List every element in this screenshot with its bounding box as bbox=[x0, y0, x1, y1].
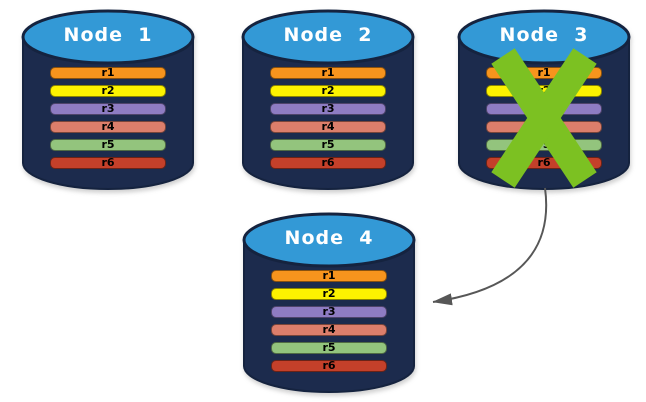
replica-rows: r1 r2 r3 r4 r5 r6 bbox=[271, 270, 387, 378]
replica-rows: r1 r2 r3 r4 r5 r6 bbox=[270, 67, 386, 175]
replica-row-r4: r4 bbox=[271, 324, 387, 336]
node-title: Node 1 bbox=[63, 24, 153, 46]
replica-row-r6: r6 bbox=[486, 157, 602, 169]
replica-row-r1: r1 bbox=[270, 67, 386, 79]
replica-row-r6: r6 bbox=[270, 157, 386, 169]
replica-row-r3: r3 bbox=[50, 103, 166, 115]
replica-row-r6: r6 bbox=[271, 360, 387, 372]
replica-row-r4: r4 bbox=[486, 121, 602, 133]
replica-row-r5: r5 bbox=[50, 139, 166, 151]
replica-row-r1: r1 bbox=[271, 270, 387, 282]
replica-row-r4: r4 bbox=[270, 121, 386, 133]
replica-row-r5: r5 bbox=[270, 139, 386, 151]
node-title: Node 3 bbox=[499, 24, 589, 46]
replica-row-r3: r3 bbox=[486, 103, 602, 115]
node-4: Node 4 r1 r2 r3 r4 r5 r6 bbox=[242, 210, 416, 396]
replica-row-r4: r4 bbox=[50, 121, 166, 133]
replica-row-r5: r5 bbox=[486, 139, 602, 151]
replica-row-r5: r5 bbox=[271, 342, 387, 354]
node-1: Node 1 r1 r2 r3 r4 r5 r6 bbox=[21, 7, 195, 193]
node-3: Node 3 r1 r2 r3 r4 r5 r6 bbox=[457, 7, 631, 193]
replica-row-r6: r6 bbox=[50, 157, 166, 169]
node-title: Node 4 bbox=[284, 227, 374, 249]
node-2: Node 2 r1 r2 r3 r4 r5 r6 bbox=[241, 7, 415, 193]
replica-row-r1: r1 bbox=[486, 67, 602, 79]
replica-row-r2: r2 bbox=[271, 288, 387, 300]
replica-row-r2: r2 bbox=[270, 85, 386, 97]
node-title: Node 2 bbox=[283, 24, 373, 46]
replica-row-r3: r3 bbox=[270, 103, 386, 115]
replica-row-r1: r1 bbox=[50, 67, 166, 79]
replica-row-r2: r2 bbox=[50, 85, 166, 97]
replica-rows: r1 r2 r3 r4 r5 r6 bbox=[50, 67, 166, 175]
replica-row-r2: r2 bbox=[486, 85, 602, 97]
replica-row-r3: r3 bbox=[271, 306, 387, 318]
replica-rows: r1 r2 r3 r4 r5 r6 bbox=[486, 67, 602, 175]
